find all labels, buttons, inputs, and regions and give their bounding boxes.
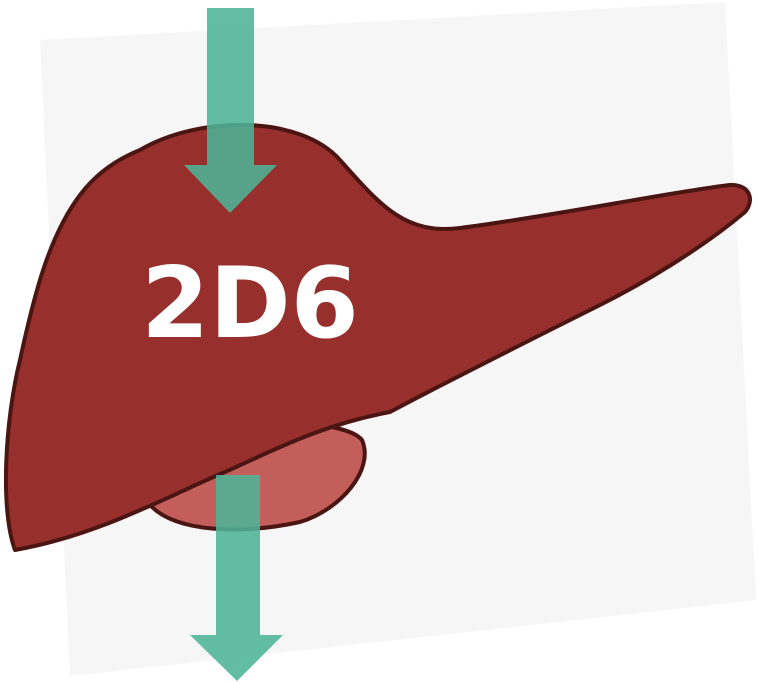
enzyme-label: 2D6 [141, 247, 359, 361]
